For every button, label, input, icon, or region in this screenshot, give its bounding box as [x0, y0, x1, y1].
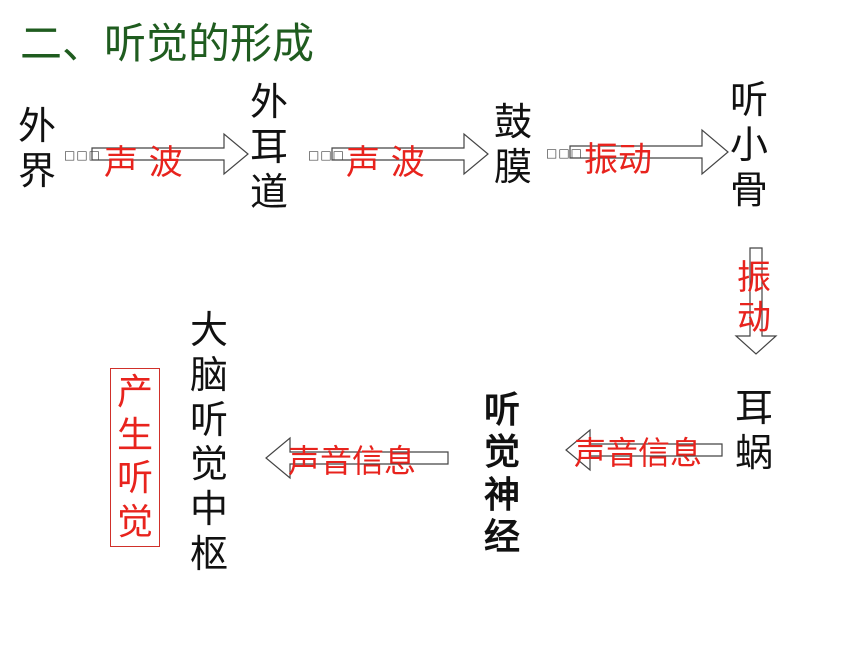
label-vibration-1: 振动 [584, 140, 652, 180]
placeholder-dots-1: □□□ [64, 148, 102, 162]
node-eardrum: 鼓 膜 [494, 100, 533, 189]
node-brain-center: 大 脑 听 觉 中 枢 [190, 308, 229, 577]
node-cochlea: 耳 蜗 [735, 386, 774, 475]
node-auditory-nerve: 听 觉 神 经 [484, 390, 521, 559]
label-sound-wave-2: 声 波 [346, 143, 425, 183]
arrow-ear-canal-to-eardrum [331, 132, 489, 176]
label-sound-wave-1: 声 波 [104, 143, 183, 183]
label-vibration-2: 振 动 [737, 258, 771, 339]
arrow-nerve-to-brain [265, 436, 449, 480]
label-sound-info-2: 声音信息 [288, 442, 417, 480]
node-ossicles: 听 小 骨 [730, 78, 769, 212]
node-outside: 外 界 [18, 104, 57, 193]
placeholder-dots-2: □□□ [308, 148, 346, 162]
node-result: 产 生 听 觉 [110, 368, 161, 547]
label-sound-info-1: 声音信息 [574, 434, 703, 472]
arrow-outside-to-ear-canal [91, 132, 249, 176]
page-title: 二、听觉的形成 [20, 19, 315, 68]
arrow-ossicles-to-cochlea [734, 247, 778, 355]
arrow-eardrum-to-ossicles [569, 128, 729, 176]
node-ear-canal: 外 耳 道 [250, 80, 289, 214]
arrow-cochlea-to-nerve [565, 428, 723, 472]
placeholder-dots-3: □□□ [546, 146, 584, 160]
